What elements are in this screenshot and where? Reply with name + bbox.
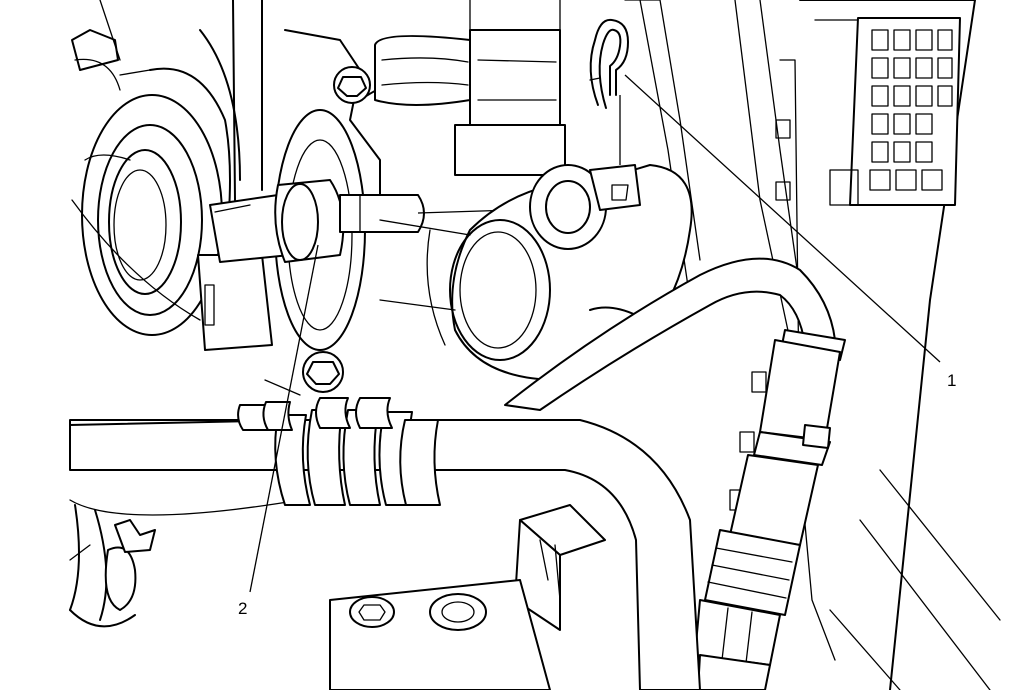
pulley-assembly	[71, 29, 241, 341]
housing-bolt-upper	[333, 66, 371, 104]
lower-bracket	[329, 504, 606, 690]
sensor-connector	[197, 194, 291, 351]
callout-1: 1	[624, 74, 956, 390]
hose-ribs	[237, 397, 441, 506]
callout-1-label: 1	[947, 371, 956, 390]
electrical-connector-block	[829, 17, 961, 206]
lower-left-hose	[69, 504, 156, 628]
engine-housing	[264, 0, 566, 396]
sensor-body	[274, 179, 425, 263]
retaining-clip	[589, 18, 629, 165]
housing-bolt-lower	[302, 351, 344, 393]
callout-2-leader	[249, 244, 319, 593]
panel-tabs	[729, 119, 791, 511]
mounting-rods	[99, 0, 263, 201]
ac-line	[504, 257, 846, 690]
callout-2: 2	[238, 244, 319, 618]
callout-1-leader	[624, 74, 941, 363]
lower-hose	[69, 419, 701, 690]
sensor-bore-boss	[529, 164, 641, 250]
callout-2-label: 2	[238, 599, 247, 618]
